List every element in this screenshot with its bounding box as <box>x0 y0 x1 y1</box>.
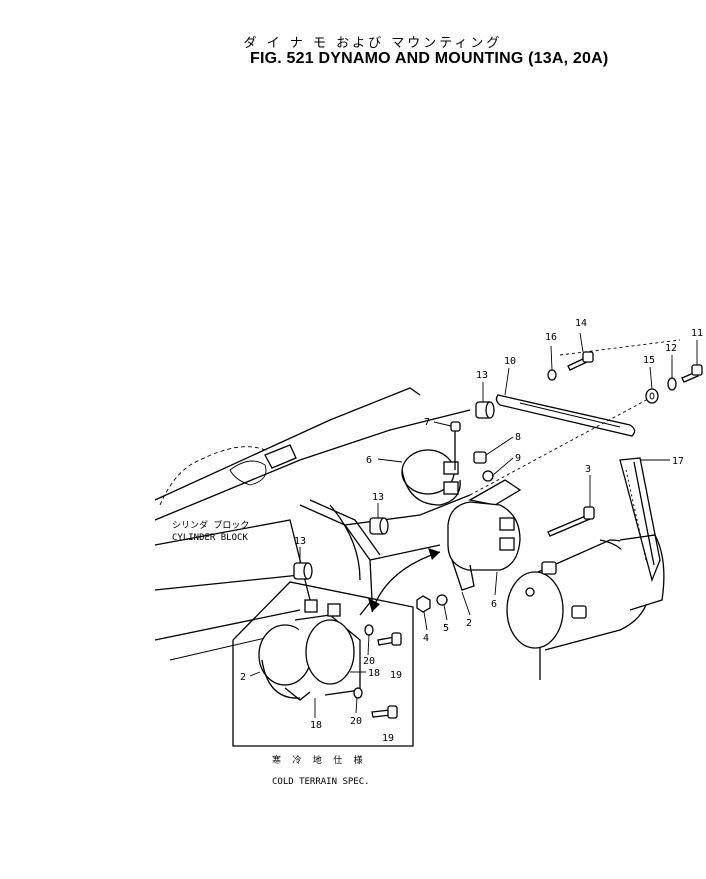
part-number-20-top: 20 <box>363 656 375 667</box>
figure-title: FIG. 521 DYNAMO AND MOUNTING (13A, 20A) <box>250 50 609 67</box>
bolt-14 <box>567 351 594 371</box>
dynamo <box>506 534 665 680</box>
cold-terrain-label: COLD TERRAIN SPEC. <box>272 777 370 787</box>
spacer-13-lower <box>293 562 313 580</box>
part-number-16: 16 <box>545 332 557 343</box>
part-number-19-bottom: 19 <box>382 733 394 744</box>
part-number-9: 9 <box>515 453 521 464</box>
part-number-18-right: 18 <box>368 668 380 679</box>
bolt-3 <box>547 506 595 537</box>
part-number-13-middle: 13 <box>372 492 384 503</box>
washer-12 <box>667 377 677 391</box>
part-number-15: 15 <box>643 355 655 366</box>
washer-15 <box>645 388 659 404</box>
part-number-8: 8 <box>515 432 521 443</box>
part-number-6-lower: 6 <box>491 599 497 610</box>
washer-16 <box>547 369 557 381</box>
part-number-4: 4 <box>423 633 429 644</box>
part-number-18-bottom: 18 <box>310 720 322 731</box>
washer-20-bottom <box>353 687 363 699</box>
part-number-7: 7 <box>424 417 430 428</box>
part-number-10: 10 <box>504 356 516 367</box>
nut-4 <box>416 595 431 613</box>
mounting-band-6 <box>401 449 461 506</box>
nut-8 <box>473 451 487 464</box>
mounting-band-2 <box>447 501 521 591</box>
part-number-17: 17 <box>672 456 684 467</box>
arrow-head <box>368 598 380 612</box>
part-number-14: 14 <box>575 318 587 329</box>
spacer-13-middle <box>369 517 389 535</box>
spacer-13-top <box>475 401 495 419</box>
part-number-6: 6 <box>366 455 372 466</box>
adjusting-bar <box>495 394 636 437</box>
part-number-13: 13 <box>476 370 488 381</box>
cylinder-block-label: CYLINDER BLOCK <box>172 533 248 543</box>
washer-5 <box>436 594 448 606</box>
bracket <box>468 479 522 506</box>
cold-terrain-label-jp: 寒 冷 地 仕 様 <box>272 754 366 766</box>
cylinder-block-label-jp: シリンダ ブロック <box>172 519 249 531</box>
part-number-12: 12 <box>665 343 677 354</box>
part-number-3: 3 <box>585 464 591 475</box>
washer-20-top <box>364 624 374 636</box>
cold-terrain-inset <box>232 581 414 747</box>
part-number-2: 2 <box>466 618 472 629</box>
part-number-5: 5 <box>443 623 449 634</box>
leader-lines <box>249 332 698 718</box>
bolt-11 <box>681 364 703 383</box>
bolt-7 <box>450 421 461 470</box>
leader-line <box>469 397 651 496</box>
part-number-11: 11 <box>691 328 703 339</box>
part-number-20-bottom: 20 <box>350 716 362 727</box>
part-number-13-lower: 13 <box>294 536 306 547</box>
leader-line <box>559 339 681 356</box>
part-number-19-top: 19 <box>390 670 402 681</box>
part-number-2-inset: 2 <box>240 672 246 683</box>
v-belt <box>619 457 661 583</box>
washer-9 <box>482 470 494 482</box>
figure-title-japanese: ダ イ ナ モ および マウンティング <box>243 36 503 51</box>
cylinder-block-drawing <box>154 387 471 661</box>
arrow-head <box>428 548 440 560</box>
